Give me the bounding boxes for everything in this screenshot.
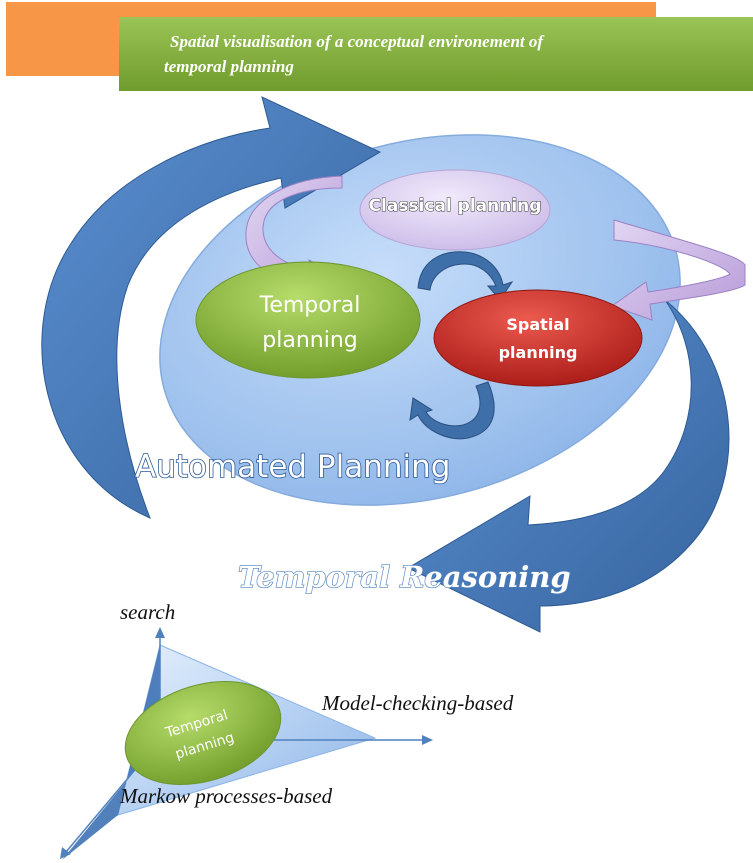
header-banner: Spatial visualisation of a conceptual en…: [6, 2, 753, 91]
automated-planning-label: Automated Planning: [135, 449, 450, 485]
spatial-planning-label-line2: planning: [499, 343, 578, 362]
axis-search-label: search: [120, 600, 175, 624]
classical-planning-node: [359, 169, 551, 251]
header-green-box: [119, 17, 753, 91]
axis-model-checking-arrowhead: [422, 735, 433, 745]
spatial-planning-node: [433, 289, 643, 387]
planning-approaches-axes: Temporal planning search Model-checking-…: [60, 600, 514, 860]
axis-model-checking-label: Model-checking-based: [321, 691, 514, 715]
temporal-reasoning-label: Temporal Reasoning: [238, 560, 571, 594]
temporal-planning-node: [195, 261, 421, 379]
classical-planning-label: Classical planning: [369, 196, 542, 216]
cycle-arrow-bottom: [409, 381, 495, 440]
axis-search-arrowhead: [155, 627, 165, 638]
axis-markow-label: Markow processes-based: [119, 784, 333, 808]
temporal-planning-label-line1: Temporal: [259, 293, 361, 318]
spatial-planning-label-line1: Spatial: [506, 315, 569, 334]
axis-markow-arrowhead: [60, 847, 71, 859]
temporal-planning-label-line2: planning: [262, 328, 357, 353]
axes-temporal-planning-node: [124, 680, 282, 786]
big-circular-arrow-left: [41, 96, 382, 519]
big-circular-arrow-right: [406, 299, 730, 633]
header-title-line1: Spatial visualisation of a conceptual en…: [170, 32, 545, 51]
header-title-line2: temporal planning: [164, 57, 294, 76]
